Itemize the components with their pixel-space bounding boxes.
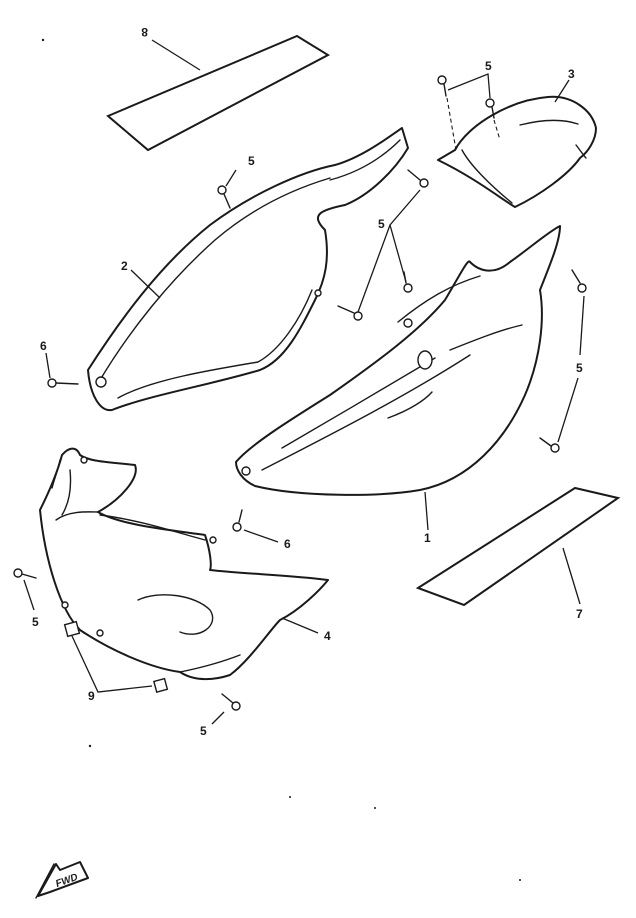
forward-arrow-icon [35, 861, 89, 899]
callout-9: 9 [88, 689, 95, 703]
leader-8 [151, 39, 201, 71]
screw-2d[interactable] [403, 271, 413, 293]
screw-6b[interactable] [232, 509, 243, 532]
leader-3 [554, 79, 570, 103]
callout-8: 8 [141, 25, 148, 39]
decal-sheet-top[interactable] [106, 34, 331, 152]
callout-5b: 5 [248, 154, 255, 168]
leader-5d [579, 295, 585, 356]
leader-6a [45, 352, 51, 379]
clip-9a[interactable] [63, 620, 81, 638]
callout-5c: 5 [378, 217, 385, 231]
screw-6a[interactable] [47, 378, 79, 388]
side-cover-left[interactable] [87, 127, 409, 412]
leader-9 [71, 635, 153, 693]
leader-5a [447, 73, 491, 99]
leader-1 [424, 491, 429, 531]
side-cover-right[interactable] [235, 225, 561, 496]
screw-3a[interactable] [437, 75, 447, 97]
screw-2b[interactable] [407, 169, 429, 188]
decal-sheet-bottom[interactable] [415, 486, 621, 607]
screw-2a[interactable] [217, 185, 231, 209]
callout-5d: 5 [576, 361, 583, 375]
lower-panel[interactable] [39, 447, 329, 681]
leader-5e [23, 579, 35, 611]
screw-4b[interactable] [221, 693, 241, 711]
callout-1: 1 [424, 531, 431, 545]
leader-5c [357, 189, 421, 313]
callout-2: 2 [121, 259, 128, 273]
leader-5b [225, 169, 237, 187]
screw-1b[interactable] [539, 437, 560, 453]
callout-7: 7 [576, 607, 583, 621]
callout-6a: 6 [40, 339, 47, 353]
screw-1a[interactable] [571, 269, 587, 293]
callout-4: 4 [324, 629, 331, 643]
clip-9b[interactable] [153, 677, 169, 693]
callout-6b: 6 [284, 537, 291, 551]
screw-4a[interactable] [13, 568, 37, 579]
screw-2c[interactable] [337, 305, 363, 321]
leader-4 [281, 617, 319, 634]
callout-5a: 5 [485, 59, 492, 73]
leader-7 [562, 547, 581, 605]
callout-3: 3 [568, 67, 575, 81]
screw-3b[interactable] [485, 98, 495, 119]
leader-2 [130, 269, 161, 299]
leader-6b [243, 529, 279, 543]
leader-5f [211, 711, 225, 725]
callout-5e: 5 [32, 615, 39, 629]
callout-5f: 5 [200, 724, 207, 738]
rear-cover[interactable] [437, 95, 597, 208]
